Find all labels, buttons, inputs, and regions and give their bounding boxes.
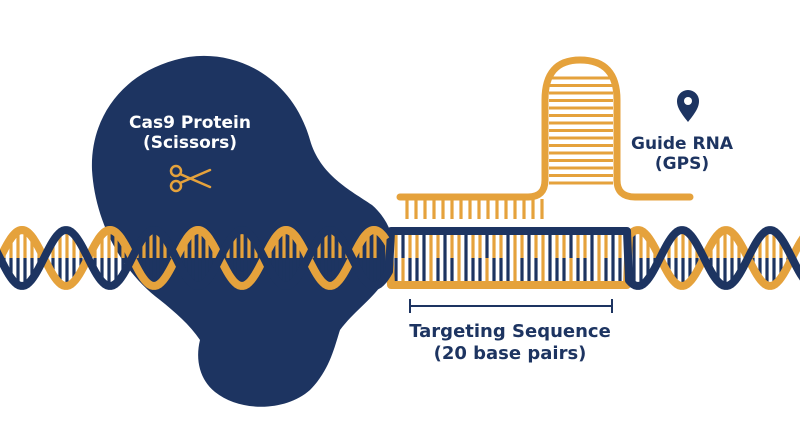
guide-rna-label: Guide RNA (GPS) xyxy=(622,134,742,175)
dna-strand-gold-segment xyxy=(358,225,390,242)
hairpin-left-strand xyxy=(396,56,584,201)
targeting-bracket xyxy=(409,299,613,313)
dna-strand-gold-segment xyxy=(6,225,38,242)
dna-strand-overlaps xyxy=(6,225,390,242)
scissors-icon xyxy=(169,164,212,193)
location-pin-icon xyxy=(677,90,699,122)
dna-strand-gold-segment xyxy=(270,225,302,242)
dna-strand-gold-segment xyxy=(94,225,126,242)
dna-strand-gold-segment xyxy=(182,225,214,242)
guide-rna-bases xyxy=(405,199,544,219)
cas9-label: Cas9 Protein (Scissors) xyxy=(110,113,270,154)
cas9-label-line2: (Scissors) xyxy=(142,133,238,154)
guide-rna-label-line1: Guide RNA xyxy=(631,134,733,154)
hairpin-base-pairs xyxy=(549,76,613,185)
targeting-sequence-label: Targeting Sequence (20 base pairs) xyxy=(395,321,625,364)
targeting-sequence-label-line1: Targeting Sequence xyxy=(409,321,611,342)
hairpin-right-strand xyxy=(576,56,694,201)
targeting-sequence-label-line2: (20 base pairs) xyxy=(433,342,587,364)
guide-rna-label-line2: (GPS) xyxy=(654,154,710,175)
dna-double-helix xyxy=(0,225,800,290)
guide-rna-hairpin xyxy=(396,56,694,219)
dna-strand-navy xyxy=(0,226,800,290)
cas9-label-line1: Cas9 Protein xyxy=(129,113,251,133)
